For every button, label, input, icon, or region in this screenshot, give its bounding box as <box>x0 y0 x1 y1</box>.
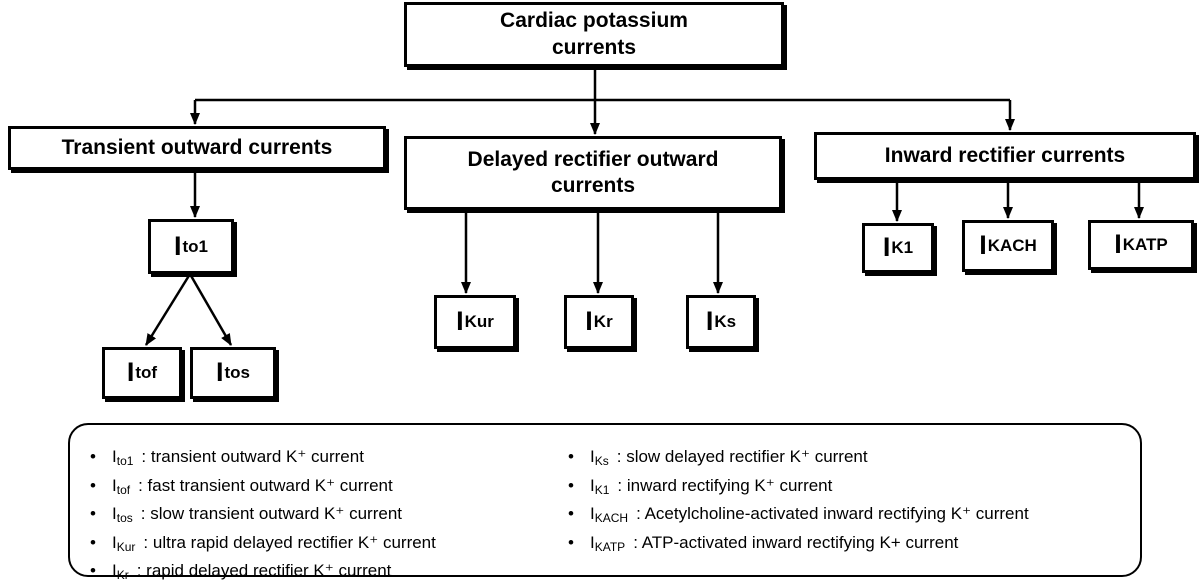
category-inward-rectifier: Inward rectifier currents <box>814 132 1196 180</box>
legend-box: Ito1: transient outward K⁺ current Itof:… <box>68 423 1142 582</box>
legend-column-right: IKs: slow delayed rectifier K⁺ current I… <box>568 445 1029 559</box>
legend-item-iks: IKs: slow delayed rectifier K⁺ current <box>568 445 1029 474</box>
legend-item-itos: Itos: slow transient outward K⁺ current <box>90 502 436 531</box>
category-delayed-rectifier: Delayed rectifier outward currents <box>404 136 782 210</box>
legend-column-left: Ito1: transient outward K⁺ current Itof:… <box>90 445 436 588</box>
legend-item-ik1: IK1: inward rectifying K⁺ current <box>568 474 1029 503</box>
edge-ito1-to-itof <box>144 273 192 346</box>
edge-ito1-to-itos <box>188 273 233 346</box>
legend-item-ikatp: IKATP: ATP-activated inward rectifying K… <box>568 531 1029 560</box>
legend-item-ikr: IKr: rapid delayed rectifier K⁺ current <box>90 559 436 588</box>
root-title: Cardiac potassium currents <box>500 9 688 59</box>
category-transient-outward: Transient outward currents <box>8 126 386 170</box>
legend-item-ikur: IKur: ultra rapid delayed rectifier K⁺ c… <box>90 531 436 560</box>
legend-item-itof: Itof: fast transient outward K⁺ current <box>90 474 436 503</box>
category-transient-outward-label: Transient outward currents <box>61 135 333 159</box>
category-inward-rectifier-label: Inward rectifier currents <box>884 143 1126 167</box>
root-node: Cardiac potassium currents <box>404 2 784 67</box>
legend-item-ikach: IKACH: Acetylcholine-activated inward re… <box>568 502 1029 531</box>
legend-item-ito1: Ito1: transient outward K⁺ current <box>90 445 436 474</box>
category-delayed-rectifier-label: Delayed rectifier outward currents <box>467 147 719 197</box>
